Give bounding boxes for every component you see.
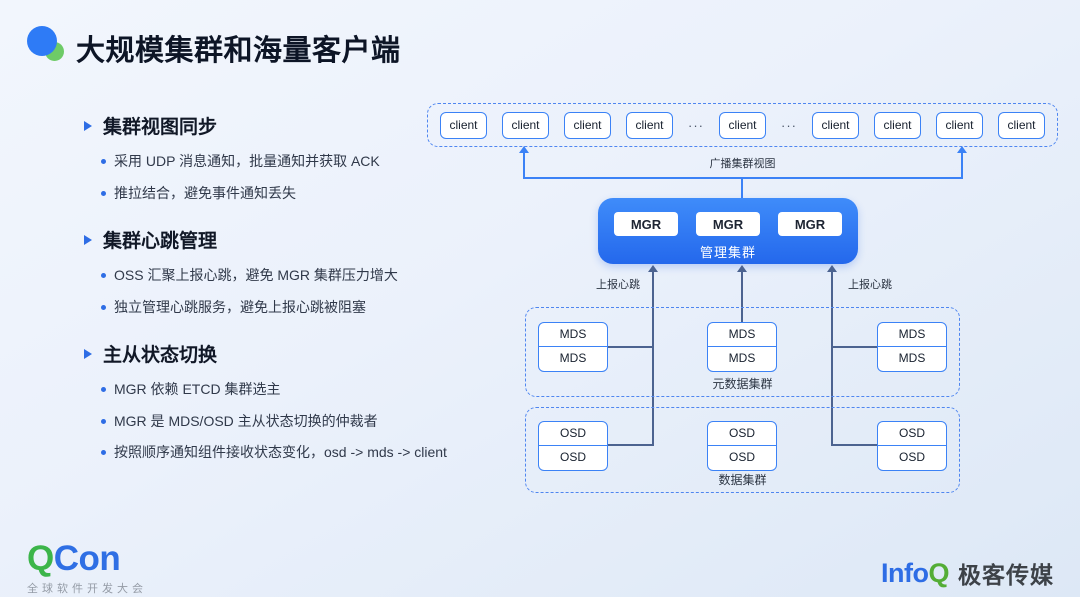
connector-line (523, 177, 963, 179)
text-column: 集群视图同步 采用 UDP 消息通知，批量通知并获取 ACK 推拉结合，避免事件… (84, 112, 514, 486)
connector-line (741, 177, 743, 199)
dot-bullet-icon (101, 304, 106, 310)
osd-stack: OSD OSD (707, 421, 777, 471)
mds-cluster-group (525, 307, 960, 397)
osd-cluster-label: 数据集群 (718, 473, 767, 487)
connector-line (608, 444, 654, 446)
dot-bullet-icon (101, 418, 106, 424)
section-failover: 主从状态切换 MGR 依赖 ETCD 集群选主 MGR 是 MDS/OSD 主从… (84, 340, 514, 462)
qcon-logo-q: Q (27, 539, 54, 578)
client-node: client (502, 111, 549, 139)
arrowhead-up-icon (957, 146, 967, 153)
section-heading: 集群视图同步 (103, 117, 218, 138)
bullet-item: MGR 是 MDS/OSD 主从状态切换的仲裁者 (101, 413, 514, 431)
client-node: client (812, 111, 859, 139)
dot-bullet-icon (101, 450, 106, 455)
arrowhead-up-icon (827, 265, 837, 272)
osd-node: OSD (728, 450, 755, 465)
bullet-text: MGR 是 MDS/OSD 主从状态切换的仲裁者 (114, 412, 378, 429)
bullet-item: 推拉结合，避免事件通知丢失 (101, 185, 514, 203)
osd-node: OSD (898, 450, 925, 465)
dot-bullet-icon (101, 159, 106, 164)
brand-dot-blue-icon (27, 26, 57, 56)
mds-stack: MDS MDS (538, 322, 608, 372)
dot-bullet-icon (101, 273, 106, 278)
client-node: client (564, 111, 611, 139)
heartbeat-label-right: 上报心跳 (848, 279, 892, 291)
mds-stack: MDS MDS (707, 322, 777, 372)
client-node: client (874, 111, 921, 139)
bullet-item: 采用 UDP 消息通知，批量通知并获取 ACK (101, 153, 514, 171)
page-title: 大规模集群和海量客户端 (76, 35, 401, 67)
osd-cluster-group (525, 407, 960, 493)
arrowhead-up-icon (737, 265, 747, 272)
osd-node: OSD (559, 450, 586, 465)
qcon-logo-con: Con (53, 539, 121, 578)
connector-line (831, 444, 877, 446)
osd-stack: OSD OSD (538, 421, 608, 471)
mds-node: MDS (728, 351, 756, 366)
infoq-logo-q: Q (928, 557, 949, 588)
bullet-text: 推拉结合，避免事件通知丢失 (114, 184, 296, 201)
bullet-text: 按照顺序通知组件接收状态变化，osd -> mds -> client (114, 444, 447, 460)
bullet-item: OSS 汇聚上报心跳，避免 MGR 集群压力增大 (101, 267, 514, 285)
ellipsis-text: ··· (688, 117, 704, 133)
mgr-node: MGR (696, 212, 760, 236)
mds-node: MDS (878, 323, 946, 347)
mgr-cluster-label: 管理集群 (699, 245, 756, 260)
mgr-node: MGR (778, 212, 842, 236)
clients-group: client client client client ··· client ·… (427, 103, 1058, 147)
arrowhead-up-icon (519, 146, 529, 153)
bullet-item: MGR 依赖 ETCD 集群选主 (101, 381, 514, 399)
triangle-bullet-icon (84, 120, 92, 131)
bullet-text: MGR 依赖 ETCD 集群选主 (114, 381, 281, 397)
section-heading: 主从状态切换 (103, 345, 218, 366)
connector-line (831, 270, 833, 446)
bullet-text: OSS 汇聚上报心跳，避免 MGR 集群压力增大 (114, 267, 398, 283)
broadcast-view-label: 广播集群视图 (709, 158, 776, 170)
infoq-logo-info: Info (881, 557, 929, 588)
ellipsis-text: ··· (781, 117, 797, 133)
mgr-node: MGR (614, 212, 678, 236)
bullet-item: 独立管理心跳服务，避免上报心跳被阻塞 (101, 299, 514, 317)
triangle-bullet-icon (84, 348, 92, 359)
connector-line (523, 151, 525, 178)
osd-node: OSD (708, 422, 776, 446)
qcon-logo: QCon 全球软件开发大会 (27, 541, 147, 596)
osd-node: OSD (539, 422, 607, 446)
connector-line (831, 346, 877, 348)
osd-stack: OSD OSD (877, 421, 947, 471)
mds-stack: MDS MDS (877, 322, 947, 372)
mds-node: MDS (559, 351, 587, 366)
section-cluster-view-sync: 集群视图同步 采用 UDP 消息通知，批量通知并获取 ACK 推拉结合，避免事件… (84, 112, 514, 202)
arrowhead-up-icon (648, 265, 658, 272)
connector-line (652, 270, 654, 446)
client-node: client (998, 111, 1045, 139)
dot-bullet-icon (101, 190, 106, 196)
client-node: client (936, 111, 983, 139)
mds-node: MDS (708, 323, 776, 347)
client-node: client (626, 111, 673, 139)
section-heading: 集群心跳管理 (103, 231, 218, 252)
mds-node: MDS (539, 323, 607, 347)
osd-node: OSD (878, 422, 946, 446)
client-node: client (719, 111, 766, 139)
client-node: client (440, 111, 487, 139)
mds-node: MDS (898, 351, 926, 366)
connector-line (608, 346, 654, 348)
bullet-text: 采用 UDP 消息通知，批量通知并获取 ACK (114, 153, 380, 169)
connector-line (961, 151, 963, 178)
mgr-cluster: MGR MGR MGR 管理集群 (598, 198, 858, 264)
qcon-subtitle: 全球软件开发大会 (27, 583, 147, 595)
connector-line (741, 270, 743, 322)
bullet-item: 按照顺序通知组件接收状态变化，osd -> mds -> client (101, 444, 514, 462)
triangle-bullet-icon (84, 234, 92, 245)
dot-bullet-icon (101, 387, 106, 392)
infoq-media-label: 极客传媒 (958, 562, 1054, 588)
section-heartbeat-management: 集群心跳管理 OSS 汇聚上报心跳，避免 MGR 集群压力增大 独立管理心跳服务… (84, 226, 514, 316)
infoq-logo: InfoQ 极客传媒 (881, 556, 1054, 590)
mds-cluster-label: 元数据集群 (712, 377, 773, 391)
bullet-text: 独立管理心跳服务，避免上报心跳被阻塞 (114, 298, 366, 315)
heartbeat-label-left: 上报心跳 (596, 279, 640, 291)
